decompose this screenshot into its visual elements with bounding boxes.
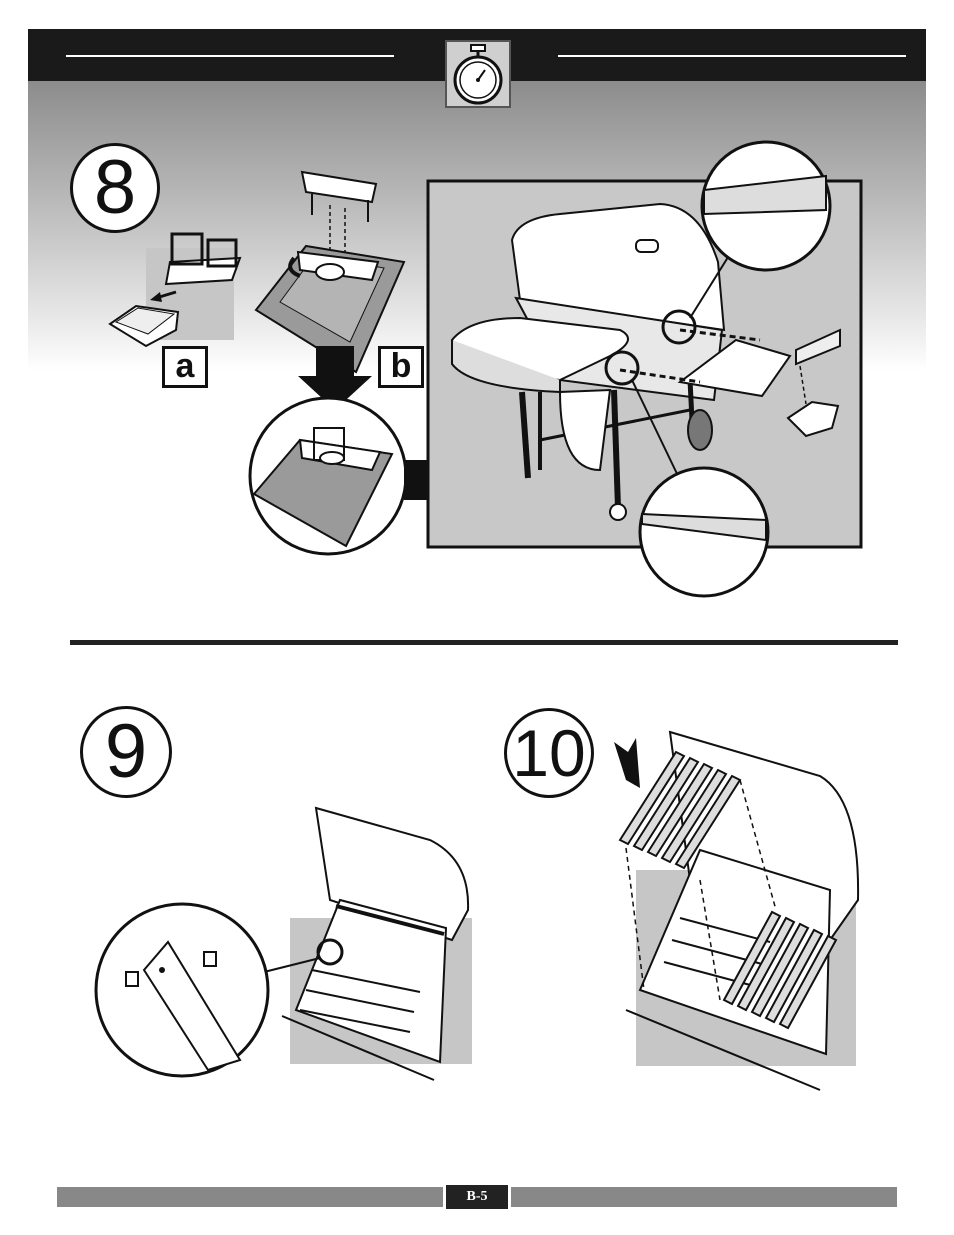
footer-bar-left: [57, 1187, 443, 1207]
page-number: B-5: [446, 1185, 508, 1209]
footer-bar-right: [511, 1187, 897, 1207]
